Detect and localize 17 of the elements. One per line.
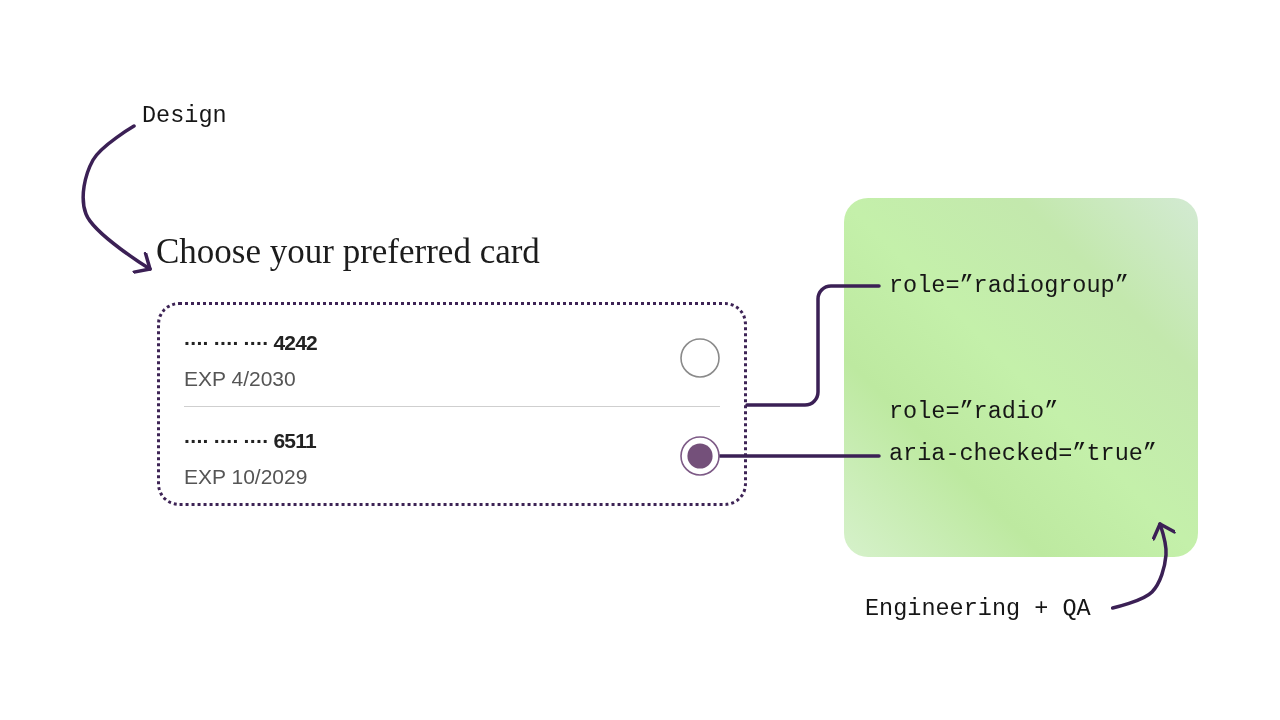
curved-arrow (1110, 522, 1176, 610)
code-annotation: role=”radio” aria-checked=”true” (889, 391, 1157, 475)
card-number: ···· ···· ···· 4242 (184, 330, 317, 355)
connector-line (745, 284, 881, 407)
code-annotation: role=”radiogroup” (889, 272, 1129, 300)
radio-group-outline (157, 302, 747, 506)
annotation-label: Engineering + QA (865, 595, 1091, 623)
curved-arrow (81, 124, 152, 274)
card-expiry: EXP 10/2029 (184, 464, 308, 489)
annotation-panel (844, 198, 1198, 557)
form-heading: Choose your preferred card (156, 232, 540, 271)
selected-radio-button (680, 436, 720, 476)
radio-button (680, 338, 720, 378)
annotation-label: Design (142, 102, 227, 130)
card-expiry: EXP 4/2030 (184, 366, 296, 391)
card-number: ···· ···· ···· 6511 (184, 428, 316, 453)
connector-line (718, 454, 881, 458)
